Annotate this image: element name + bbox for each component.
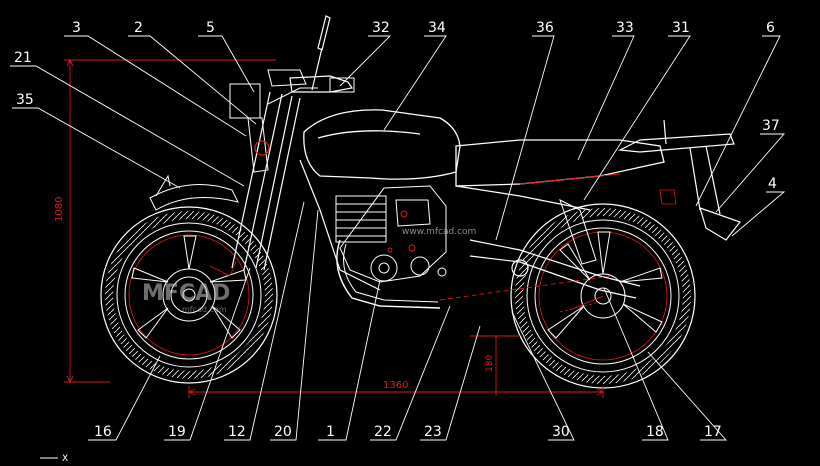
callout-22: 22 xyxy=(374,424,392,440)
watermark: MFCAD mfcad.com www.mfcad.com xyxy=(142,227,476,314)
callout-5: 5 xyxy=(206,20,215,36)
callout-23: 23 xyxy=(424,424,442,440)
front-fork xyxy=(149,83,318,277)
callout-16: 16 xyxy=(94,424,112,440)
dimension-height-value: 1080 xyxy=(54,197,65,222)
callout-32: 32 xyxy=(372,20,390,36)
callout-33: 33 xyxy=(616,20,634,36)
callout-31: 31 xyxy=(672,20,690,36)
callout-36: 36 xyxy=(536,20,554,36)
frame-swingarm xyxy=(299,159,641,301)
callout-19: 19 xyxy=(168,424,186,440)
leader-lines xyxy=(10,35,786,441)
callout-34: 34 xyxy=(428,20,446,36)
callout-18: 18 xyxy=(646,424,664,440)
callout-4: 4 xyxy=(768,176,777,192)
callout-30: 30 xyxy=(552,424,570,440)
callout-3: 3 xyxy=(72,20,81,36)
fuel-tank xyxy=(303,109,461,180)
watermark-logo: MFCAD xyxy=(142,281,230,306)
dimension-wheelbase xyxy=(187,386,605,398)
callout-12: 12 xyxy=(228,424,246,440)
rear-frame-rack xyxy=(617,119,741,241)
callout-20: 20 xyxy=(274,424,292,440)
callout-numbers: 3 2 5 32 34 36 33 31 6 21 35 37 4 16 19 … xyxy=(14,20,780,440)
callout-37: 37 xyxy=(762,118,780,134)
callout-2: 2 xyxy=(134,20,143,36)
callout-1: 1 xyxy=(326,424,335,440)
dimension-height xyxy=(64,58,276,384)
callout-17: 17 xyxy=(704,424,722,440)
watermark-subtext: mfcad.com xyxy=(182,305,227,314)
ucs-axis-label: X xyxy=(62,454,68,462)
callout-6: 6 xyxy=(766,20,775,36)
callout-21: 21 xyxy=(14,50,32,66)
watermark-center: www.mfcad.com xyxy=(402,227,476,237)
callout-35: 35 xyxy=(16,92,34,108)
front-wheel xyxy=(100,206,278,384)
dimension-clearance-value: 180 xyxy=(485,355,495,372)
handlebar-mirror xyxy=(267,15,355,93)
engine xyxy=(335,185,447,309)
dimension-wheelbase-value: 1360 xyxy=(383,380,408,391)
dimension-clearance xyxy=(470,335,520,396)
seat xyxy=(455,139,665,187)
rear-wheel xyxy=(510,203,696,389)
